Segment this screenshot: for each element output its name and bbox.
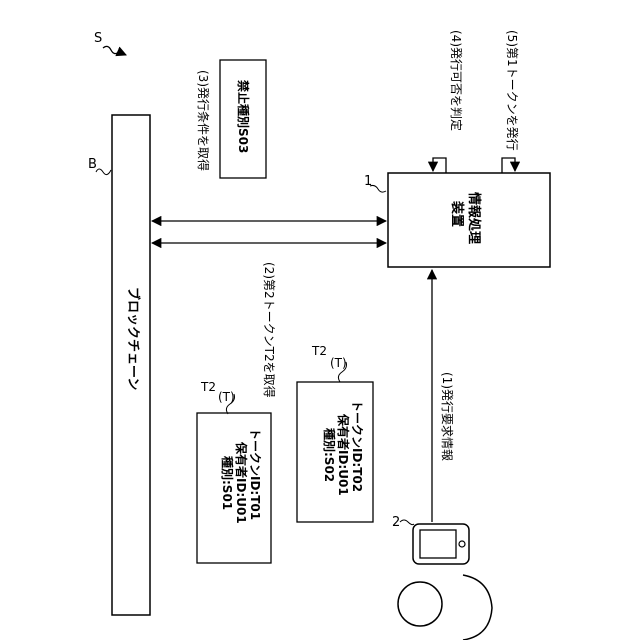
token-1-ref-t: (T) [218,390,235,404]
token-2-details: トークンID:T02 保有者ID:U01 種別:S02 [322,400,364,496]
blockchain-ref-label: B [88,158,97,172]
token-2-id: トークンID:T02 [350,400,364,496]
token-2-type: 種別:S02 [322,400,336,496]
device-label-line1: 情報処理 [466,192,480,244]
blockchain-ref-leader [96,169,111,175]
token-1-type: 種別:S01 [220,428,234,524]
user-head [398,582,442,626]
token-2-holder: 保有者ID:U01 [336,400,350,496]
system-ref-label: S [94,32,102,46]
step3-label: (3)発行条件を取得 [196,70,210,171]
system-ref-leader [103,46,126,55]
step1-label: (1)発行要求情報 [440,372,454,461]
token-1-ref-t2: T2 [201,380,216,394]
step4-loop-arrow [433,158,446,173]
step4-label: (4)発行可否を判定 [449,30,463,131]
terminal-ref-leader [400,520,414,525]
step5-loop-arrow [502,158,515,173]
token-2-ref-t: (T) [330,356,347,370]
token-1-details: トークンID:T01 保有者ID:U01 種別:S01 [220,428,262,524]
device-ref-leader [370,185,386,192]
user-body [463,575,492,640]
device-label-line2: 装置 [449,201,463,227]
step5-label: (5)第1トークンを発行 [505,30,519,151]
token-2-ref-t2: T2 [312,344,327,358]
terminal-screen [420,530,456,558]
condition-text: 禁止種別S03 [236,80,250,153]
terminal-home-button [459,541,465,547]
device-ref-label: 1 [364,175,372,189]
blockchain-label: ブロックチェーン [125,287,139,390]
token-1-holder: 保有者ID:U01 [234,428,248,524]
step2-label: (2)第2トークンT2を取得 [262,262,276,398]
token-1-id: トークンID:T01 [248,428,262,524]
terminal-ref-label: 2 [392,516,400,530]
